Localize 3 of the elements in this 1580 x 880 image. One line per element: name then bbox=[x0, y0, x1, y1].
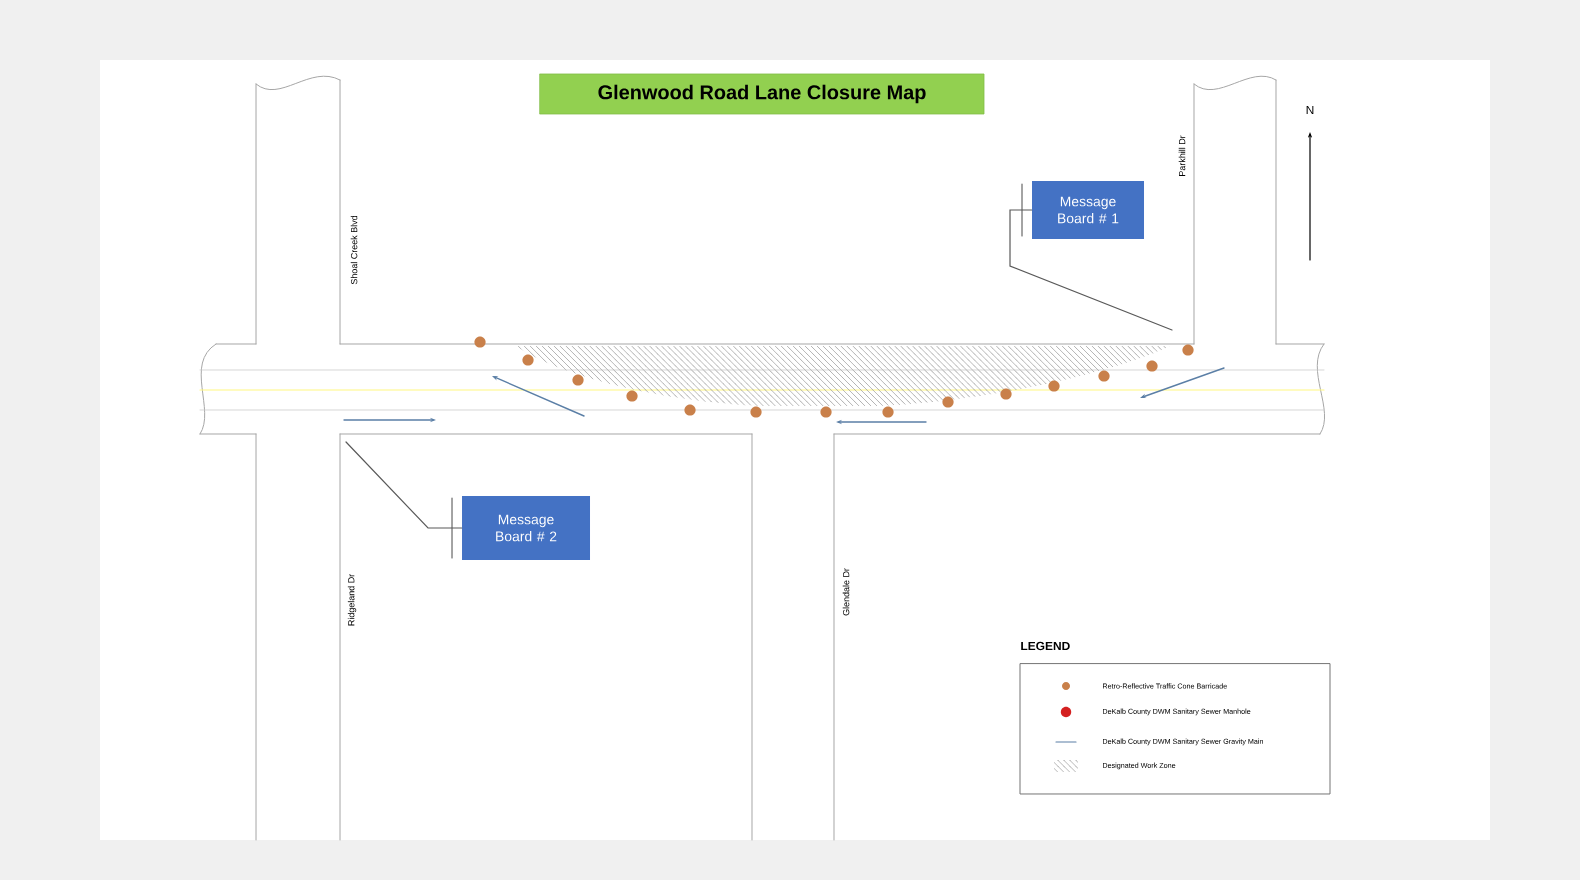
leader-line bbox=[345, 441, 463, 529]
leader-line bbox=[1009, 209, 1173, 331]
title-banner: Glenwood Road Lane Closure Map bbox=[539, 73, 985, 115]
